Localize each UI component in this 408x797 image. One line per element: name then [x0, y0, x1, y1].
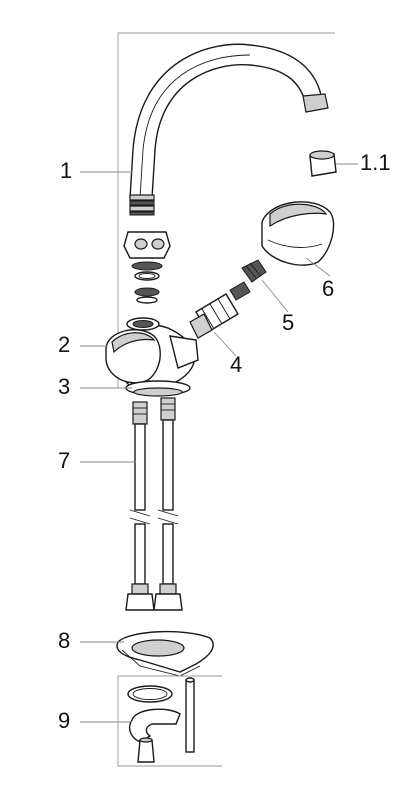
mixer-body-part — [105, 317, 199, 397]
callout-handle-left: 2 — [58, 332, 71, 357]
callout-handle-right: 6 — [322, 276, 335, 301]
base-plate-part — [116, 630, 214, 677]
valve-seat-part — [241, 259, 267, 283]
spout-part — [123, 43, 329, 304]
callout-spout: 1 — [60, 158, 73, 183]
callout-base-plate: 8 — [58, 628, 71, 653]
callout-aerator: 1.1 — [360, 150, 391, 175]
aerator-part — [309, 150, 337, 177]
leader-valve-seat — [261, 279, 289, 313]
callout-body: 3 — [58, 374, 71, 399]
leader-cartridge — [213, 331, 237, 357]
callout-valve-seat: 5 — [282, 310, 295, 335]
callout-mounting-kit: 9 — [58, 708, 71, 733]
leader-handle-right — [305, 257, 331, 277]
mounting-kit-part — [127, 677, 195, 763]
hoses-part — [125, 397, 183, 611]
mounting-kit-frame — [117, 675, 222, 767]
callout-cartridge: 4 — [230, 352, 243, 377]
right-handle-part — [261, 201, 335, 266]
callout-hoses: 7 — [58, 448, 71, 473]
cartridge-part — [189, 281, 251, 339]
